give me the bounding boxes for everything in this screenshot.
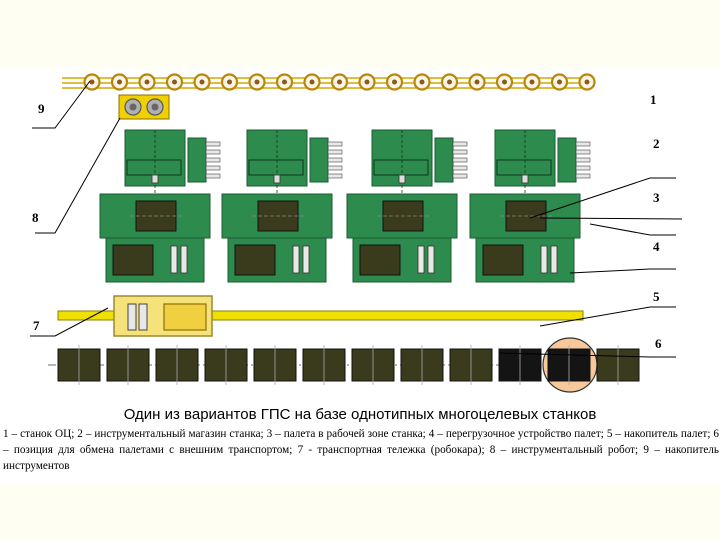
fms-layout-diagram: 9 8 7 1 2 3 4 5 6	[30, 73, 683, 393]
callout-5: 5	[653, 289, 660, 304]
tool-magazine	[557, 137, 577, 183]
callout-1: 1	[650, 92, 657, 107]
callout-6: 6	[655, 336, 662, 351]
callout-9: 9	[38, 101, 45, 116]
caption-title: Один из вариантов ГПС на базе однотипных…	[123, 406, 597, 423]
callout-4: 4	[653, 239, 660, 254]
pallet-storage-row	[48, 337, 640, 393]
tool-magazine	[309, 137, 329, 183]
tool-magazine	[434, 137, 454, 183]
callout-2: 2	[653, 136, 660, 151]
callout-3: 3	[653, 190, 660, 205]
machine	[346, 129, 468, 283]
leader-lines	[30, 80, 683, 358]
caption: Один из вариантов ГПС на базе однотипных…	[0, 406, 720, 484]
pallet-rail	[57, 310, 584, 321]
tool-magazine	[187, 137, 207, 183]
tool-robot	[118, 94, 170, 120]
caption-legend: 1 – станок ОЦ; 2 – инструментальный мага…	[3, 428, 719, 472]
machine	[221, 129, 343, 283]
tool-storage-rail	[62, 73, 596, 91]
machine	[99, 129, 221, 283]
transport-cart	[113, 295, 213, 337]
slide: 9 8 7 1 2 3 4 5 6 Один из вариантов ГПС …	[0, 68, 720, 484]
callout-8: 8	[32, 210, 39, 225]
callout-7: 7	[33, 318, 40, 333]
machine	[469, 129, 591, 283]
machining-centers	[99, 129, 591, 283]
